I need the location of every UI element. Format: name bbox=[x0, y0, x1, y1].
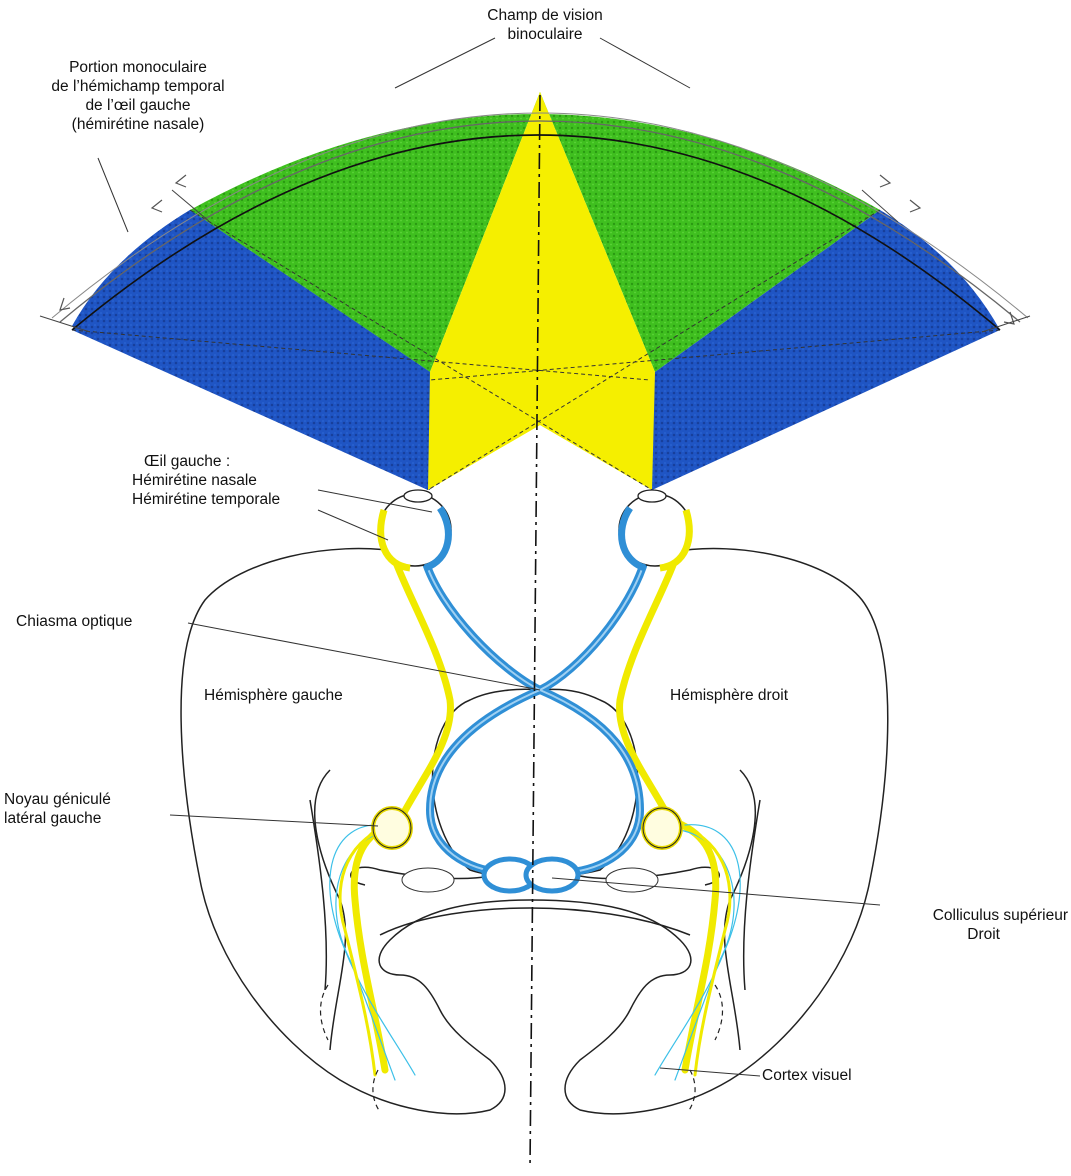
portion-line-1: Portion monoculaire bbox=[8, 58, 268, 77]
left-eye bbox=[379, 490, 451, 568]
label-portion-monoculaire: Portion monoculaire de l’hémichamp tempo… bbox=[8, 58, 268, 134]
arc-arrow-icon bbox=[176, 175, 186, 187]
superior-colliculi bbox=[402, 859, 658, 892]
label-hemisphere-droit: Hémisphère droit bbox=[670, 686, 788, 705]
champ-line-1: Champ de vision bbox=[455, 6, 635, 25]
portion-line-2: de l’hémichamp temporal bbox=[8, 77, 268, 96]
label-colliculus-superieur: Colliculus supérieur Droit bbox=[862, 906, 1068, 944]
oeil-line-1: Œil gauche : bbox=[132, 452, 332, 471]
label-hemisphere-gauche: Hémisphère gauche bbox=[204, 686, 343, 705]
noyau-line-1: Noyau géniculé bbox=[4, 790, 184, 809]
right-hemisphere-outline bbox=[530, 549, 888, 1114]
label-chiasma-optique: Chiasma optique bbox=[16, 612, 132, 631]
colliculus-line-1: Colliculus supérieur bbox=[862, 906, 1068, 925]
right-eye bbox=[619, 490, 691, 568]
oeil-line-3: Hémirétine temporale bbox=[132, 490, 332, 509]
portion-line-3: de l’œil gauche bbox=[8, 96, 268, 115]
portion-line-4: (hémirétine nasale) bbox=[8, 115, 268, 134]
brain-outline bbox=[181, 549, 888, 1114]
colliculus-line-2: Droit bbox=[862, 925, 1068, 944]
champ-line-2: binoculaire bbox=[455, 25, 635, 44]
label-noyau-genicule: Noyau géniculé latéral gauche bbox=[4, 790, 184, 828]
noyau-line-2: latéral gauche bbox=[4, 809, 184, 828]
oeil-line-2: Hémirétine nasale bbox=[132, 471, 332, 490]
left-hemisphere-outline bbox=[181, 549, 530, 1114]
label-cortex-visuel: Cortex visuel bbox=[762, 1066, 852, 1085]
visual-field bbox=[40, 92, 1030, 490]
label-oeil-gauche: Œil gauche : Hémirétine nasale Hémirétin… bbox=[132, 452, 332, 509]
label-champ-de-vision: Champ de vision binoculaire bbox=[455, 6, 635, 44]
